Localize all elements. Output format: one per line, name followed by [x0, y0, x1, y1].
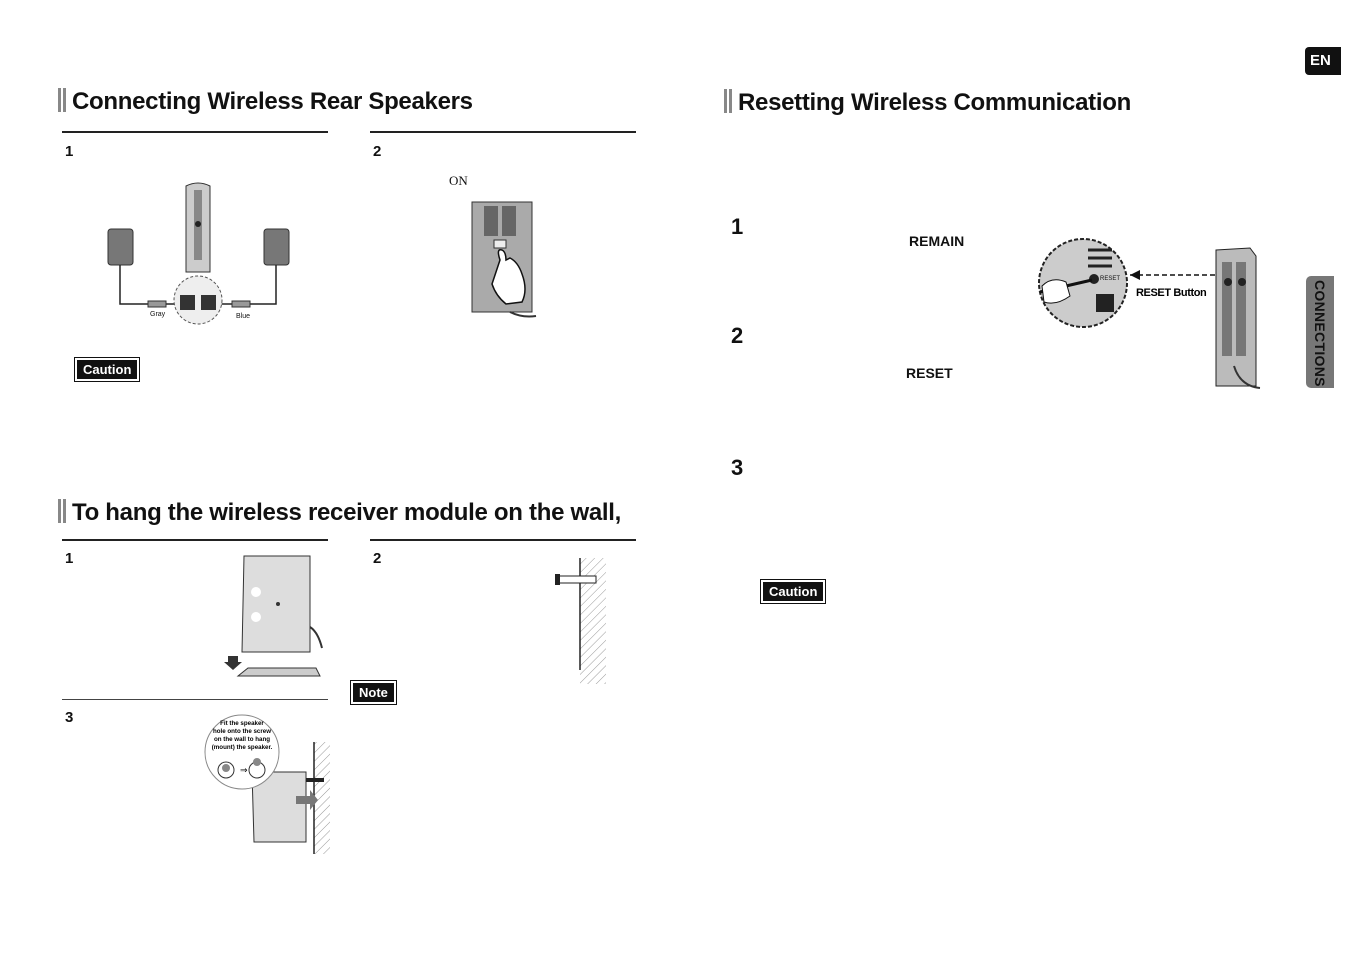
callout-line: (mount) the speaker. [212, 744, 273, 751]
section-title-resetting-text: Resetting Wireless Communication [738, 89, 1131, 116]
reset-small-label: RESET [1100, 276, 1120, 282]
right-rear-speaker-icon [263, 228, 290, 266]
section-title-connecting-text: Connecting Wireless Rear Speakers [72, 88, 473, 115]
down-arrow-icon [228, 656, 238, 664]
step-number: 3 [731, 455, 744, 480]
title-bars-icon [58, 499, 67, 523]
stand-removal-illustration [224, 555, 323, 677]
title-bars-icon [724, 89, 733, 113]
caution-tag: Caution [73, 357, 141, 382]
section-title-connecting: Connecting Wireless Rear Speakers [58, 88, 473, 116]
language-tab: EN [1305, 47, 1341, 75]
callout-line: hole onto the screw [213, 728, 271, 735]
section-title-resetting: Resetting Wireless Communication [724, 89, 1131, 117]
callout-line: Fit the speaker [220, 720, 264, 727]
power-on-illustration [471, 201, 537, 318]
cable-label-blue: Blue [236, 313, 250, 320]
section-side-tab-label: CONNECTIONS [1312, 280, 1328, 387]
svg-text:⇒: ⇒ [240, 765, 248, 775]
section-title-hang: To hang the wireless receiver module on … [58, 499, 621, 527]
cable-label-gray: Gray [150, 311, 166, 318]
title-bars-icon [58, 88, 67, 112]
section-title-hang-text: To hang the wireless receiver module on … [72, 499, 622, 526]
divider [370, 539, 636, 541]
step-number: 2 [373, 550, 382, 567]
callout-line: on the wall to hang [214, 736, 270, 743]
divider [62, 539, 328, 541]
reset-button-illustration: RESET RESET Button [1038, 238, 1261, 389]
speaker-connection-illustration: Gray Blue [107, 182, 290, 325]
note-tag: Note [350, 680, 397, 705]
reset-label: RESET [906, 365, 953, 381]
step-number: 1 [731, 214, 744, 239]
step-number: 1 [65, 550, 74, 567]
caution-tag: Caution [759, 579, 827, 604]
step-number: 2 [373, 143, 382, 160]
divider [62, 699, 328, 700]
on-label: ON [449, 173, 468, 188]
divider [370, 131, 636, 133]
hand-press-icon [491, 248, 526, 305]
remain-label: REMAIN [909, 233, 965, 249]
step-number: 3 [65, 709, 74, 726]
divider [62, 131, 328, 133]
reset-button-label: RESET Button [1136, 287, 1207, 299]
mount-on-wall-illustration: Fit the speaker hole onto the screw on t… [204, 714, 330, 854]
section-side-tab: CONNECTIONS [1306, 276, 1334, 388]
right-arrow-icon [296, 790, 318, 810]
left-rear-speaker-icon [107, 228, 134, 266]
wall-screw-illustration [555, 558, 606, 684]
screw-icon [557, 575, 597, 584]
step-number: 2 [731, 323, 744, 348]
step-number: 1 [65, 143, 74, 160]
